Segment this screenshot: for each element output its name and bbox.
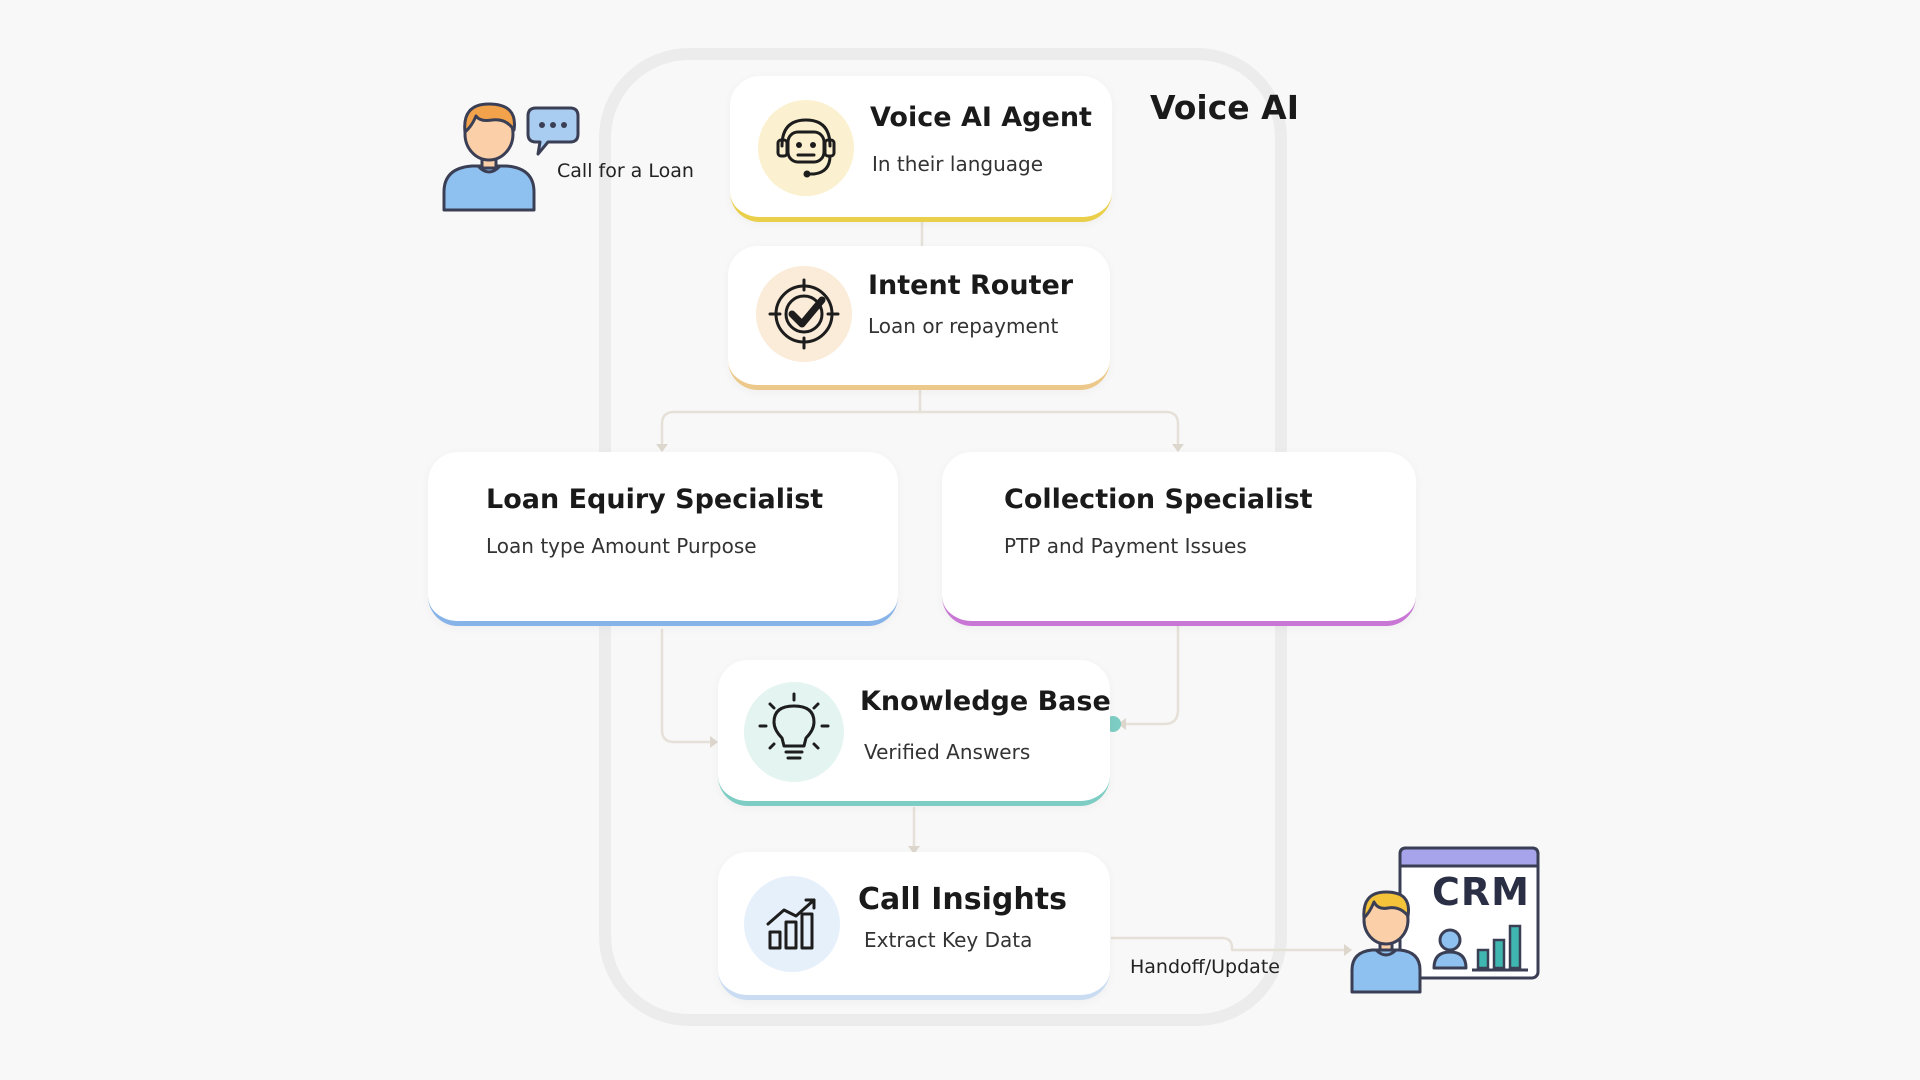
call-insights-title: Call Insights [858, 882, 1067, 917]
knowledge-base-subtitle: Verified Answers [864, 740, 1031, 764]
caller-person-icon [442, 102, 580, 212]
collection-specialist-title: Collection Specialist [1004, 484, 1313, 515]
handoff-label: Handoff/Update [1130, 956, 1280, 978]
loan-enquiry-specialist-title: Loan Equiry Specialist [486, 484, 824, 515]
bar-chart-icon [744, 876, 840, 972]
crm-dashboard-icon [1350, 846, 1540, 994]
voice-ai-agent-card[interactable]: Voice AI Agent In their language [730, 76, 1112, 222]
lightbulb-icon [744, 682, 844, 782]
loan-enquiry-specialist-card[interactable]: Loan Equiry Specialist Loan type Amount … [428, 452, 898, 626]
voice-ai-frame-title: Voice AI [1150, 88, 1299, 127]
knowledge-base-title: Knowledge Base [860, 686, 1111, 717]
voice-ai-agent-subtitle: In their language [872, 152, 1044, 176]
collection-specialist-subtitle: PTP and Payment Issues [1004, 534, 1247, 558]
intent-router-title: Intent Router [868, 270, 1074, 301]
knowledge-base-card[interactable]: Knowledge Base Verified Answers [718, 660, 1111, 806]
intent-router-card[interactable]: Intent Router Loan or repayment [728, 246, 1110, 390]
collection-specialist-card[interactable]: Collection Specialist PTP and Payment Is… [942, 452, 1416, 626]
loan-enquiry-specialist-subtitle: Loan type Amount Purpose [486, 534, 757, 558]
caller-label: Call for a Loan [557, 160, 694, 182]
call-insights-card[interactable]: Call Insights Extract Key Data [718, 852, 1110, 1000]
call-insights-subtitle: Extract Key Data [864, 928, 1033, 952]
voice-ai-agent-title: Voice AI Agent [870, 102, 1092, 133]
crm-label: CRM [1432, 870, 1530, 914]
target-check-icon [756, 266, 852, 362]
intent-router-subtitle: Loan or repayment [868, 314, 1059, 338]
headset-robot-icon [758, 100, 854, 196]
